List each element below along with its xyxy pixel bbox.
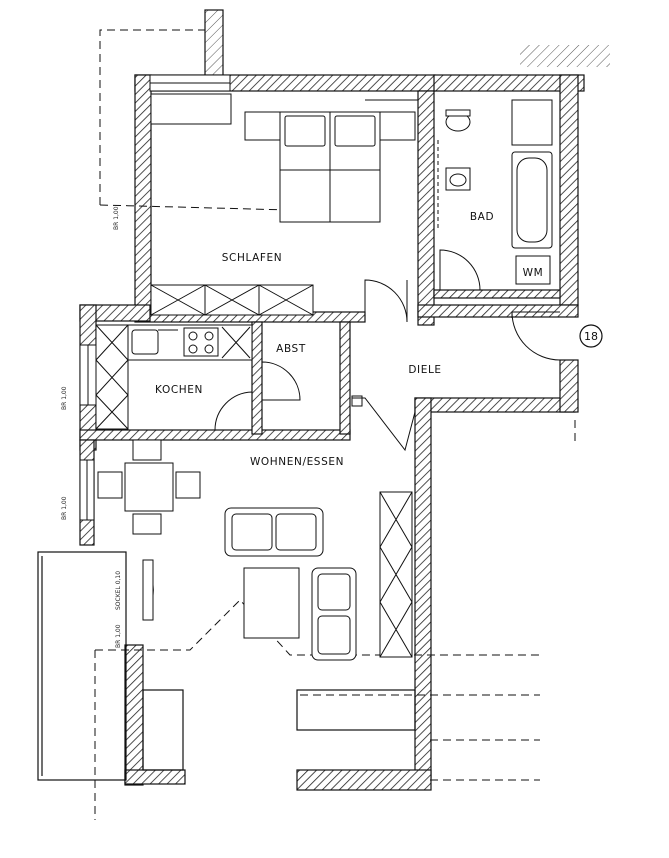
kitchen-door-swing: [214, 391, 253, 431]
entry-door-swing: [511, 311, 561, 361]
armchair-seat-1: [317, 573, 351, 611]
terrace-window-2: [142, 689, 184, 771]
pillow-right: [334, 115, 376, 147]
shelf-x-1: [379, 491, 413, 548]
hall-closet: [351, 395, 363, 407]
wall-balcony-bottom: [124, 769, 186, 785]
kitchen-fixtures: [95, 324, 253, 431]
counter-x-2: [95, 359, 129, 396]
label-schlafen: SCHLAFEN: [222, 252, 283, 264]
label-wm: WM: [523, 267, 544, 279]
shelf-x-2: [379, 546, 413, 603]
terrace-window-1: [296, 689, 416, 731]
dresser: [150, 93, 232, 125]
unit-number: 18: [584, 330, 598, 343]
bathroom-fixtures: [437, 99, 553, 291]
nightstand-right: [379, 111, 416, 141]
unit-circle: [579, 324, 603, 348]
chair-top: [132, 439, 162, 461]
bathtub-inner: [516, 157, 548, 243]
shelf-x-3: [379, 601, 413, 658]
chair-right: [175, 471, 201, 499]
counter-x-3: [95, 394, 129, 430]
chair-left: [97, 471, 123, 499]
hall-wardrobe: [352, 397, 416, 452]
dashed-bedroom-bay: [99, 204, 291, 211]
dim-br-kochen: BR 1,00: [61, 386, 68, 410]
sofa-cushion-1: [231, 513, 273, 551]
wall-bath-right: [559, 74, 579, 306]
room-labels: SCHLAFEN BAD KOCHEN ABST DIELE WOHNEN/ES…: [155, 211, 543, 468]
label-bad: BAD: [470, 211, 494, 223]
wall-diele-top: [417, 304, 579, 318]
bedroom-furniture: [150, 93, 418, 323]
wall-bath-bottom: [433, 289, 561, 299]
coffee-table: [243, 567, 300, 639]
unit-marker: 18: [579, 324, 603, 348]
wall-bedroom-left: [134, 74, 152, 316]
wall-living-right: [414, 397, 432, 779]
dim-br-living: BR 1,00: [61, 496, 68, 520]
bath-door-swing: [439, 249, 481, 291]
dashed-upper-left: [99, 29, 205, 205]
counter-x-4: [221, 326, 251, 359]
dining-table: [124, 462, 174, 512]
wall-balcony-left: [124, 644, 144, 786]
dimension-labels: BR 1,00 BR 1,00 BR 1,00 SOCKEL 0,10 BR 1…: [61, 206, 122, 648]
label-abst: ABST: [276, 343, 306, 355]
bath-shelf: [511, 99, 553, 146]
wall-living-bottom: [296, 769, 432, 791]
wardrobe-x-3: [258, 284, 314, 316]
label-wohnen: WOHNEN/ESSEN: [250, 456, 344, 468]
wall-abst-right: [339, 321, 351, 435]
abst-door-swing: [261, 361, 301, 401]
wall-bath-top: [433, 74, 585, 92]
dim-br-balcony: BR 1,00: [115, 624, 122, 648]
dim-sockel: SOCKEL 0,10: [115, 571, 122, 610]
neighbour-wall-top: [204, 9, 224, 81]
wall-diele-bottom: [414, 397, 576, 413]
bedroom-door-swing: [364, 279, 408, 323]
wall-bedroom-right: [417, 90, 435, 326]
armchair-seat-2: [317, 615, 351, 655]
living-furniture: [97, 439, 413, 661]
label-kochen: KOCHEN: [155, 384, 203, 396]
label-diele: DIELE: [408, 364, 441, 376]
counter-x-1: [95, 324, 129, 361]
balcony-door: [142, 559, 154, 621]
storage-fixtures: [261, 361, 301, 401]
burner-3: [188, 344, 198, 354]
wall-diele-right-lower: [559, 359, 579, 413]
burner-1: [188, 331, 198, 341]
nightstand-left: [244, 111, 281, 141]
windows: [79, 74, 231, 521]
balcony: [37, 551, 416, 781]
dim-br-top: BR 1,00: [113, 206, 120, 230]
wall-kitchen-bottom: [79, 429, 351, 441]
dashed-outlines: [94, 29, 576, 820]
wardrobe-x-2: [204, 284, 260, 316]
sofa-cushion-2: [275, 513, 317, 551]
stove: [183, 327, 219, 357]
pillow-left: [284, 115, 326, 147]
washing-machine: [515, 255, 551, 285]
chair-bottom: [132, 513, 162, 535]
balcony-frame: [37, 551, 127, 781]
wardrobe-x-1: [150, 284, 206, 316]
washbasin-bowl: [449, 173, 467, 187]
burner-4: [204, 344, 214, 354]
burner-2: [204, 331, 214, 341]
neighbour-wall-right: [520, 45, 610, 67]
hall-fixtures: [351, 311, 561, 452]
wall-kitchen-abst: [251, 321, 263, 435]
toilet-tank: [445, 109, 471, 117]
sink: [131, 329, 159, 355]
